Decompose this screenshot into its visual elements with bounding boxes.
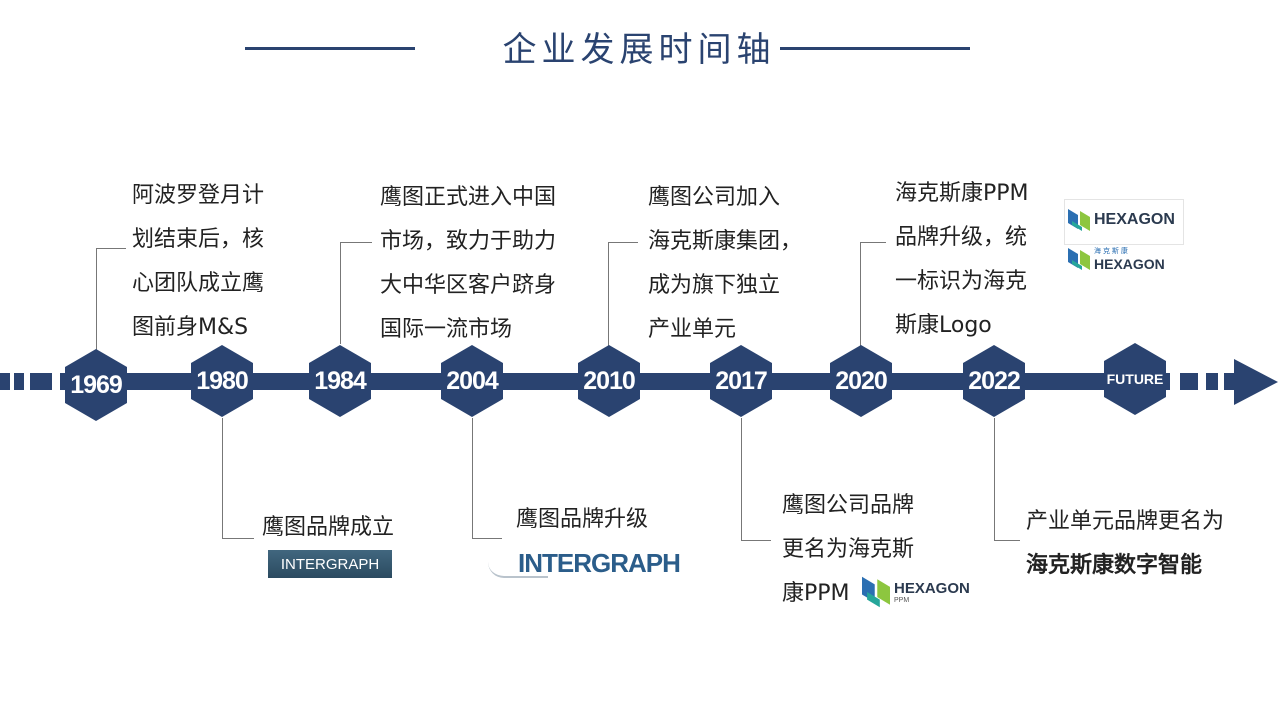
hexagon-logo-2020a: HEXAGON [1068,209,1175,231]
year-1984: 1984 [309,345,371,417]
milestone-2017-text: 鹰图公司品牌更名为海克斯 康PPM [782,493,915,606]
connector-1969 [96,248,97,352]
year-2010: 2010 [578,345,640,417]
connector-2017-h [741,540,771,541]
connector-2020 [860,242,861,346]
timeline-dash [1180,373,1198,390]
connector-2010-h [608,242,638,243]
year-2020: 2020 [830,345,892,417]
milestone-1969-text: 阿波罗登月计划结束后，核 心团队成立鹰图前身M&S [132,183,265,340]
hexagon-logo-2020b: 海 克 斯 康 HEXAGON [1068,246,1165,272]
connector-2022-h [994,540,1020,541]
milestone-2004-text: 鹰图品牌升级 [516,507,649,532]
intergraph-logo-2004: INTERGRAPH [488,544,681,578]
connector-2004-h [472,538,502,539]
year-2004: 2004 [441,345,503,417]
connector-2017 [741,418,742,540]
milestone-2022-text: 产业单元品牌更名为 海克斯康数字智能 [1026,509,1225,578]
year-1980: 1980 [191,345,253,417]
page-title: 企业发展时间轴 [502,30,776,70]
title-line-left [245,47,415,50]
hexagon-logo-icon [862,576,890,608]
timeline-dash [14,373,24,390]
hexagon-logo-icon [1068,209,1090,231]
year-1969: 1969 [65,349,127,421]
intergraph-logo-1980: INTERGRAPH [268,550,392,578]
connector-1980 [222,418,223,538]
title-line-right [780,47,970,50]
connector-1969-h [96,248,126,249]
milestone-2010-text: 鹰图公司加入海克斯康集团， 成为旗下独立产业单元 [648,185,803,342]
hexagon-ppm-logo-2017: HEXAGON PPM [862,576,970,608]
connector-1984-h [340,242,372,243]
timeline-dash [1224,373,1234,390]
connector-2020-h [860,242,886,243]
connector-2010 [608,242,609,346]
connector-1980-h [222,538,254,539]
hexagon-logo-box [1064,199,1184,245]
year-future: FUTURE [1104,343,1166,415]
hexagon-logo-icon [1068,248,1090,270]
connector-2022 [994,418,995,540]
timeline-dash [30,373,52,390]
timeline-dash [0,373,10,390]
year-2017: 2017 [710,345,772,417]
timeline-arrow-icon [1234,359,1278,405]
year-2022: 2022 [963,345,1025,417]
connector-1984 [340,242,341,344]
milestone-1984-text: 鹰图正式进入中国市场，致力于助力 大中华区客户跻身国际一流市场 [380,185,557,342]
timeline-dash [1206,373,1218,390]
milestone-1980-text: 鹰图品牌成立 [262,515,395,540]
connector-2004 [472,418,473,538]
